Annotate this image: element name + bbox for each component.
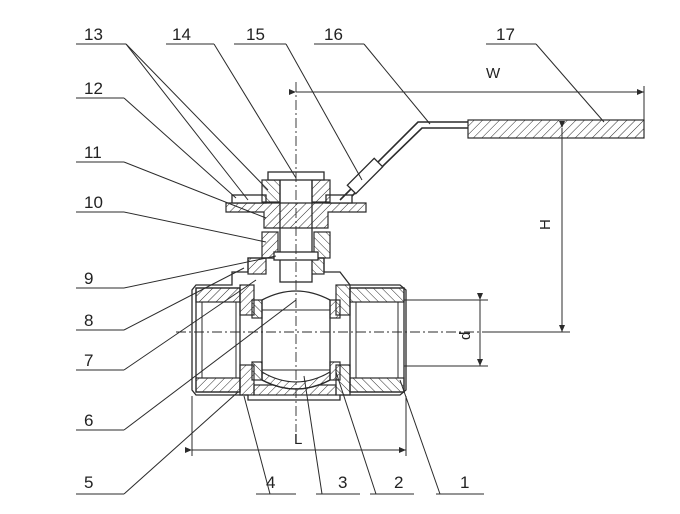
- dimension-h-label: H: [537, 219, 554, 230]
- part-labels-left: 12 11 10 9 8 7 6 5: [76, 79, 297, 495]
- handle-lever: [339, 119, 645, 201]
- part-label-13: 13: [84, 25, 103, 44]
- part-label-10: 10: [84, 193, 103, 212]
- part-label-16: 16: [324, 25, 343, 44]
- part-labels-bottom: 4 3 2 1: [243, 371, 484, 495]
- part-label-9: 9: [84, 269, 93, 288]
- dimension-h: H: [490, 121, 570, 333]
- dimension-d: d: [404, 293, 488, 367]
- part-label-14: 14: [172, 25, 191, 44]
- part-label-12: 12: [84, 79, 103, 98]
- part-label-1: 1: [460, 473, 469, 492]
- part-label-7: 7: [84, 351, 93, 370]
- part-label-5: 5: [84, 473, 93, 492]
- part-label-6: 6: [84, 411, 93, 430]
- dimension-l: L: [185, 396, 407, 456]
- part-label-17: 17: [496, 25, 515, 44]
- part-label-15: 15: [246, 25, 265, 44]
- dimension-l-label: L: [294, 431, 302, 448]
- dimension-w: W: [289, 65, 645, 120]
- part-label-11: 11: [84, 143, 102, 162]
- part-label-8: 8: [84, 311, 93, 330]
- part-label-4: 4: [266, 473, 275, 492]
- part-labels-top: 13 14 15 16 17: [76, 25, 605, 201]
- dimension-d-label: d: [457, 332, 474, 340]
- part-label-3: 3: [338, 473, 347, 492]
- part-label-2: 2: [394, 473, 403, 492]
- dimension-w-label: W: [486, 65, 501, 82]
